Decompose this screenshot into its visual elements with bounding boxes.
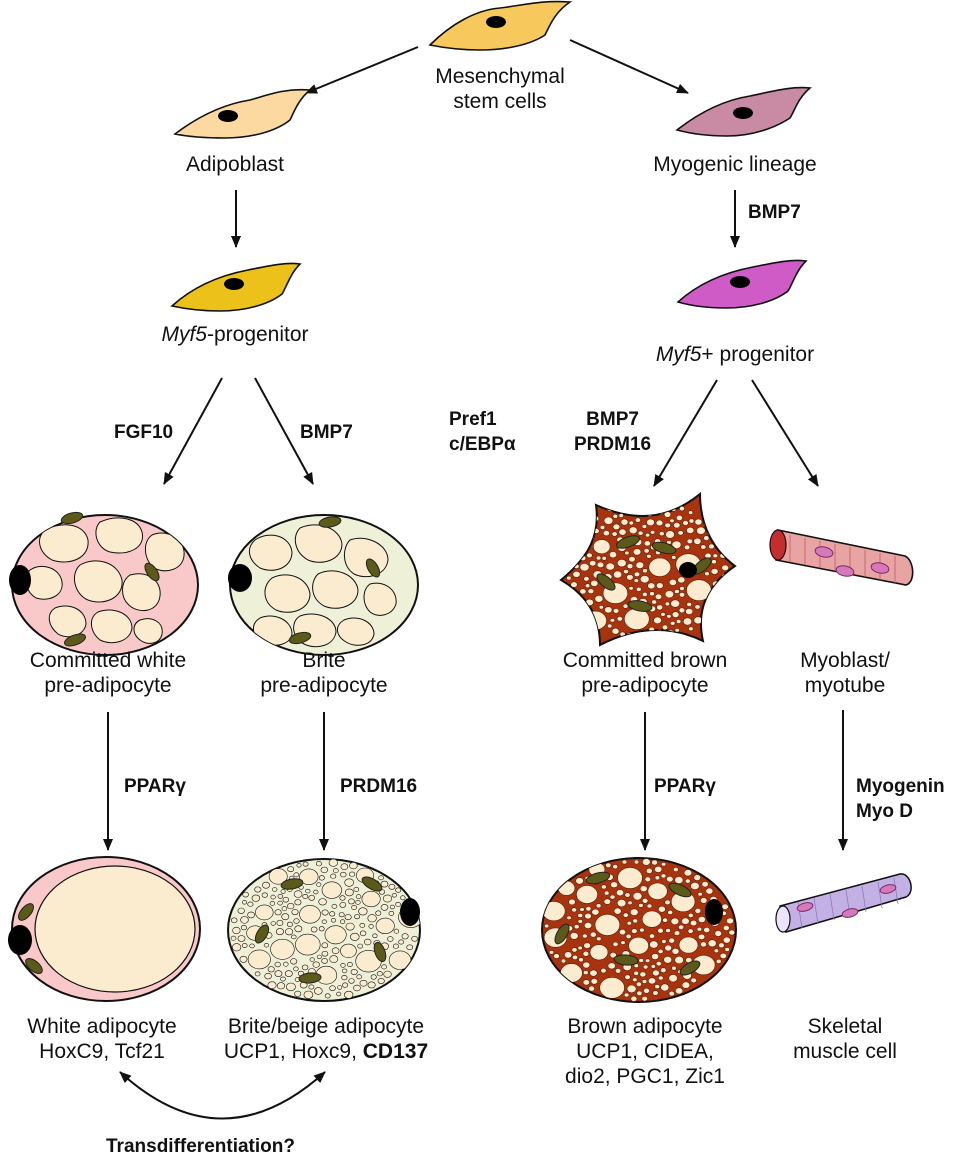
white-preadipocyte-icon	[9, 511, 199, 656]
label-transdifferentiation: Transdifferentiation?	[106, 1136, 295, 1157]
arrow-msc-myogenic	[569, 39, 689, 94]
factor-prdm16-brite: PRDM16	[340, 776, 418, 797]
brown-adipocyte-icon	[541, 857, 737, 1003]
skeletal-muscle-icon	[775, 873, 912, 933]
arrow-myf5-brownpre	[653, 379, 718, 487]
label-myf5-progenitor: Myf5-progenitor	[161, 323, 309, 346]
arrow-myf5-whitepre	[163, 377, 223, 485]
label-myf5-plus-progenitor: Myf5+ progenitor	[655, 343, 815, 366]
arrow-transdifferentiation	[119, 1071, 326, 1120]
myf5-progenitor-cell-icon	[170, 262, 302, 312]
factor-pparg-brown: PPARγ	[654, 776, 716, 797]
arrow-msc-adipoblast	[305, 46, 419, 94]
label-brite-beige-adipocyte: Brite/beige adipocyte UCP1, Hoxc9, CD137	[223, 1015, 429, 1063]
adipoblast-cell-icon	[173, 88, 313, 139]
arrows	[103, 39, 848, 1120]
factor-pparg-white: PPARγ	[124, 776, 186, 797]
label-adipoblast: Adipoblast	[185, 153, 285, 176]
myoblast-icon	[769, 529, 914, 586]
white-adipocyte-icon	[8, 856, 201, 1002]
brown-preadipocyte-icon	[559, 491, 737, 647]
factor-bmp7-top: BMP7	[748, 202, 801, 223]
arrow-myf5-myoblast	[751, 379, 819, 487]
brite-adipocyte-icon	[227, 858, 421, 1002]
label-myogenic-lineage: Myogenic lineage	[653, 153, 817, 176]
factor-fgf10: FGF10	[114, 422, 174, 443]
factor-bmp7-left: BMP7	[300, 422, 353, 443]
arrow-myf5-britepre	[254, 377, 314, 485]
label-myoblast-myotube: Myoblast/myotube	[800, 649, 890, 697]
brite-preadipocyte-icon	[228, 514, 419, 656]
myf5-plus-progenitor-cell-icon	[676, 259, 808, 309]
msc-cell-icon	[428, 0, 573, 51]
myogenic-cell-icon	[675, 86, 812, 137]
